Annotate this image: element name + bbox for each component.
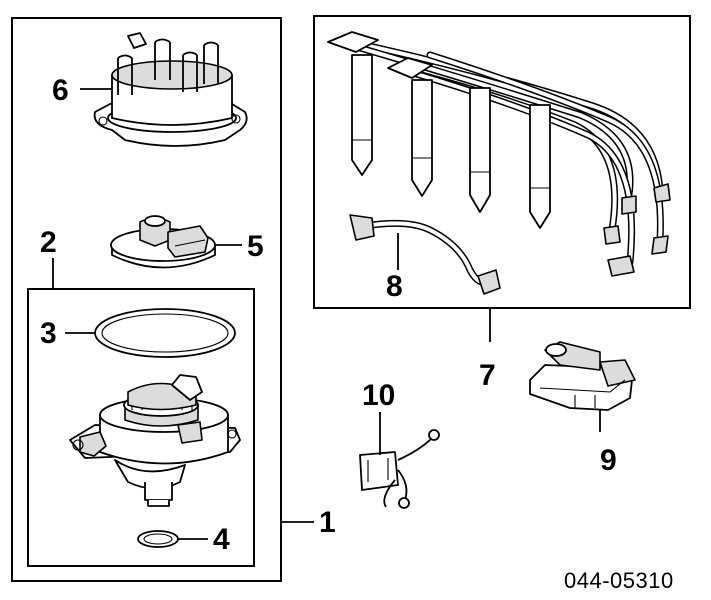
leader-lines [52, 88, 601, 540]
distributor-assembly-frame [11, 17, 282, 582]
rotor [110, 215, 216, 269]
coil-wire [349, 214, 501, 295]
diagram-part-number: 044-05310 [564, 568, 674, 593]
o-ring-large [94, 308, 236, 358]
ignition-coil [529, 341, 636, 411]
spark-plug-wire-set [327, 31, 671, 277]
callout-7: 7 [479, 359, 496, 392]
distributor-housing [69, 374, 241, 507]
o-ring-small [137, 530, 179, 548]
callout-2: 2 [40, 226, 57, 259]
callout-5: 5 [247, 230, 264, 263]
distributor-cap [93, 32, 248, 147]
wire-set-frame [313, 15, 691, 309]
callout-8: 8 [386, 270, 403, 303]
callout-1: 1 [319, 506, 336, 539]
callout-9: 9 [600, 444, 617, 477]
igniter-bracket [359, 429, 440, 509]
callout-4: 4 [213, 523, 230, 556]
distributor-housing-frame [27, 288, 255, 567]
callout-3: 3 [40, 317, 57, 350]
callout-6: 6 [52, 74, 69, 107]
callout-10: 10 [362, 379, 395, 412]
